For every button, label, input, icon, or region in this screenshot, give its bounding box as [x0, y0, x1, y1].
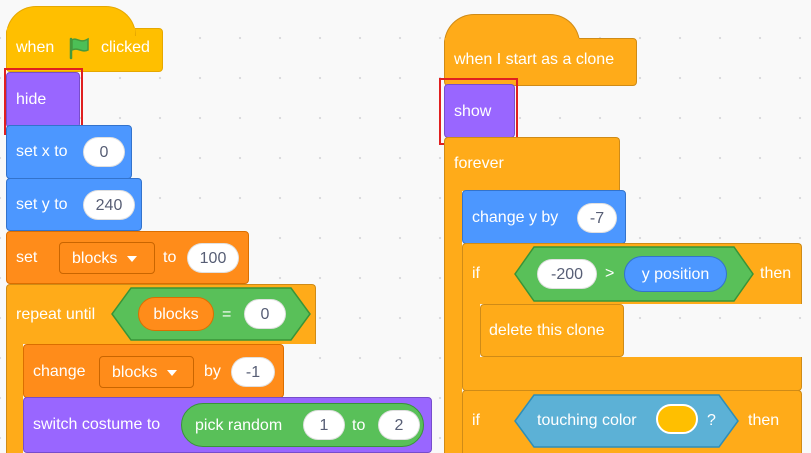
repeat-until-arm — [6, 343, 23, 453]
if-bottom-1 — [462, 357, 802, 391]
set-x-label: set x to — [16, 143, 68, 160]
greater-than-label: > — [605, 265, 615, 282]
pick-random-from-input[interactable]: 1 — [303, 410, 345, 440]
dropdown-arrow-icon — [127, 255, 138, 262]
forever-block[interactable]: forever — [444, 137, 620, 191]
pick-random-label: pick random — [195, 417, 283, 434]
blocks-variable-reporter[interactable]: blocks — [138, 297, 214, 331]
set-y-input[interactable]: 240 — [83, 190, 135, 220]
by-label: by — [204, 363, 221, 380]
variable-dropdown-label: blocks — [72, 250, 118, 267]
if-arm-1 — [462, 303, 480, 361]
set-label: set — [16, 249, 38, 266]
delete-clone-label: delete this clone — [489, 322, 605, 339]
change-y-label: change y by — [472, 209, 559, 226]
variable-dropdown-blocks[interactable]: blocks — [59, 242, 155, 274]
set-variable-block[interactable]: set blocks to 100 — [6, 231, 249, 284]
highlight-show — [439, 78, 518, 145]
switch-costume-block[interactable]: switch costume to pick random 1 to 2 — [23, 397, 432, 453]
hide-block[interactable]: hide — [6, 72, 80, 128]
clone-hat-dome-fill — [445, 38, 579, 42]
equals-right-input[interactable]: 0 — [244, 299, 286, 329]
pick-random-to-label: to — [352, 417, 366, 434]
change-variable-dropdown-label: blocks — [112, 364, 158, 381]
green-flag-icon — [67, 36, 93, 65]
touching-color-label: touching color — [537, 412, 637, 429]
if-label-2: if — [472, 412, 480, 429]
pick-random-reporter[interactable]: pick random 1 to 2 — [181, 403, 424, 447]
pick-random-to-input[interactable]: 2 — [378, 410, 420, 440]
if-label-1: if — [472, 265, 480, 282]
show-block[interactable]: show — [444, 84, 515, 138]
then-label-2: then — [748, 412, 780, 429]
when-clone-label: when I start as a clone — [454, 51, 615, 68]
clicked-label: clicked — [101, 39, 150, 56]
forever-label: forever — [454, 155, 504, 172]
when-label: when — [16, 39, 55, 56]
color-swatch-input[interactable] — [656, 404, 698, 434]
delete-this-clone-block[interactable]: delete this clone — [480, 304, 624, 357]
change-variable-dropdown[interactable]: blocks — [99, 356, 194, 388]
set-variable-value-input[interactable]: 100 — [187, 243, 239, 273]
if-then-block-1[interactable]: if -200 > y position then — [462, 243, 802, 304]
question-mark-label: ? — [707, 412, 716, 429]
change-y-block[interactable]: change y by -7 — [462, 190, 626, 244]
set-y-label: set y to — [16, 196, 68, 213]
hide-label: hide — [16, 91, 47, 108]
hat-dome-fill — [7, 28, 135, 34]
set-x-block[interactable]: set x to 0 — [6, 125, 132, 179]
forever-arm — [444, 190, 462, 453]
repeat-until-label: repeat until — [16, 306, 96, 323]
equals-label: = — [222, 306, 232, 323]
change-variable-value-input[interactable]: -1 — [231, 357, 275, 387]
to-label: to — [163, 249, 177, 266]
if-then-block-2[interactable]: if touching color ? then — [462, 390, 802, 453]
change-y-input[interactable]: -7 — [577, 203, 617, 233]
y-position-reporter[interactable]: y position — [624, 256, 727, 292]
change-label: change — [33, 363, 86, 380]
show-label: show — [454, 103, 492, 120]
if-arm-2 — [462, 445, 480, 453]
greater-than-left-input[interactable]: -200 — [537, 259, 597, 289]
then-label-1: then — [760, 265, 792, 282]
dropdown-arrow-icon — [167, 369, 178, 376]
switch-costume-label: switch costume to — [33, 416, 161, 433]
set-x-input[interactable]: 0 — [83, 137, 125, 167]
repeat-until-block[interactable]: repeat until blocks = 0 — [6, 284, 316, 344]
set-y-block[interactable]: set y to 240 — [6, 178, 142, 231]
change-variable-block[interactable]: change blocks by -1 — [23, 344, 284, 398]
